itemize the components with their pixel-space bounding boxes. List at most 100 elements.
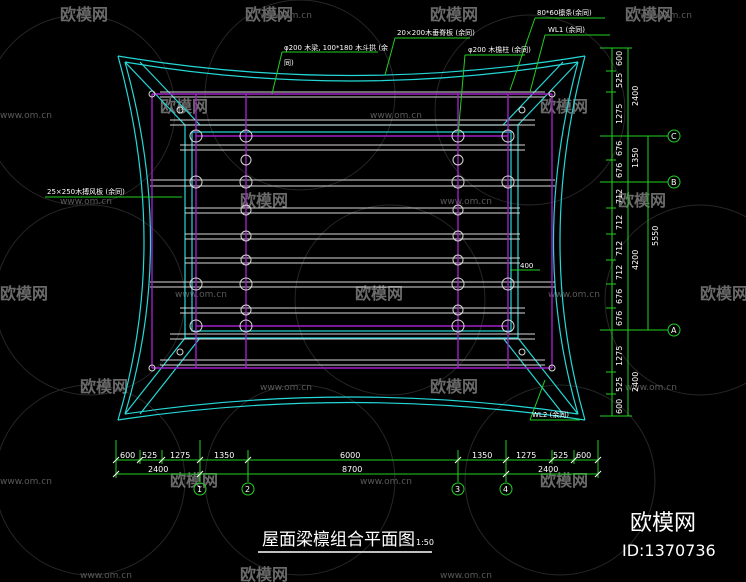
watermark-text: 欧模网 xyxy=(618,191,666,210)
watermark-text: 欧模网 xyxy=(540,97,588,116)
watermark-text: 欧模网 xyxy=(0,284,48,303)
dim-label: 1350 xyxy=(472,451,492,460)
dim-label: 600 xyxy=(615,51,624,66)
drawing-scale: 1:50 xyxy=(416,538,434,547)
bottom-axis-bubbles: 1 2 3 4 xyxy=(193,482,513,496)
dim-label: 525 xyxy=(553,451,568,460)
dim-label: 676 xyxy=(615,289,624,304)
leader-lines xyxy=(45,17,610,421)
axis-label: A xyxy=(671,326,677,335)
axis-label: 1 xyxy=(197,485,202,494)
watermark-text: 欧模网 xyxy=(430,377,478,396)
annotation-barge-board: 25×250木搏风板 (余同) xyxy=(47,187,125,196)
watermark-url: www.om.cn xyxy=(60,197,112,207)
watermark-url: www.om.cn xyxy=(370,111,422,121)
watermark-url: www.om.cn xyxy=(260,383,312,393)
bottom-dimensions xyxy=(115,440,599,482)
watermark-text: 欧模网 xyxy=(625,5,673,24)
annotation-wl1: WL1 (余同) xyxy=(548,25,585,34)
watermark-url: www.om.cn xyxy=(360,477,412,487)
axis-bubble-1 xyxy=(193,482,207,496)
dim-label: 1275 xyxy=(615,346,624,366)
annotation-purlin: 80*60檩条(余同) xyxy=(537,8,592,17)
dim-label: 676 xyxy=(615,163,624,178)
watermark-text: 欧模网 xyxy=(540,471,588,490)
axis-label: 4 xyxy=(503,485,508,494)
dim-label: 6000 xyxy=(340,451,360,460)
dim-label: 600 xyxy=(120,451,135,460)
dim-label: 8700 xyxy=(342,465,362,474)
drawing-title: 屋面梁檩组合平面图 xyxy=(262,530,415,550)
watermark-text: 欧模网 xyxy=(700,284,746,303)
annotation-ridge-board: 20×200木垂脊板 (余同) xyxy=(397,28,475,37)
axis-label: C xyxy=(671,132,677,141)
dim-label: 676 xyxy=(615,311,624,326)
annotation-400: 400 xyxy=(520,262,533,270)
annotation-column: φ200 木檐柱 (余同) xyxy=(468,45,531,54)
dim-label: 600 xyxy=(576,451,591,460)
right-dim-texts: 600 525 1275 676 676 712 712 712 712 676… xyxy=(615,51,660,414)
axis-label: 3 xyxy=(455,485,460,494)
watermark-texts: 欧模网 欧模网 欧模网 欧模网 www.om.cn www.om.cn www.… xyxy=(0,5,746,582)
right-dimensions xyxy=(600,47,668,417)
dim-label: 712 xyxy=(615,241,624,256)
bottom-dim-texts: 600 525 1275 1350 6000 1350 1275 525 600… xyxy=(120,451,591,474)
brand-name: 欧模网 xyxy=(630,511,696,536)
roof-outline xyxy=(117,55,586,421)
axis-bubble-a xyxy=(667,323,681,337)
dim-label: 1275 xyxy=(170,451,190,460)
axis-bubble-c xyxy=(667,129,681,143)
dim-label: 1350 xyxy=(631,148,640,168)
watermark-text: 欧模网 xyxy=(355,284,403,303)
axis-label: B xyxy=(671,178,677,187)
watermark-text: 欧模网 xyxy=(240,191,288,210)
bottom-dim-ticks xyxy=(112,456,602,478)
dim-label: 2400 xyxy=(538,465,558,474)
dim-label: 2400 xyxy=(148,465,168,474)
brand-block: 欧模网 ID:1370736 xyxy=(622,511,716,560)
dim-label: 1350 xyxy=(214,451,234,460)
annotation-beam-cont: 同) xyxy=(284,59,294,67)
axis-label: 2 xyxy=(245,485,250,494)
dim-label: 1275 xyxy=(516,451,536,460)
watermark-text: 欧模网 xyxy=(245,5,293,24)
dim-label: 5550 xyxy=(651,226,660,246)
dim-label: 4200 xyxy=(631,250,640,270)
axis-bubble-b xyxy=(667,175,681,189)
watermark-url: www.om.cn xyxy=(0,111,52,121)
dim-label: 1275 xyxy=(615,104,624,124)
right-axis-bubbles: C B A xyxy=(667,129,681,337)
annotations: 80*60檩条(余同) WL1 (余同) 20×200木垂脊板 (余同) φ20… xyxy=(47,8,592,419)
dim-label: 525 xyxy=(142,451,157,460)
brand-id: ID:1370736 xyxy=(622,541,716,560)
watermark-text: 欧模网 xyxy=(170,471,218,490)
main-beams xyxy=(151,93,553,369)
watermark-url: www.om.cn xyxy=(0,477,52,487)
purlins xyxy=(150,91,555,366)
watermark-url: www.om.cn xyxy=(175,290,227,300)
drawing-title-block: 屋面梁檩组合平面图 1:50 xyxy=(258,530,434,553)
watermark-url: www.om.cn xyxy=(640,11,692,21)
watermark-url: www.om.cn xyxy=(260,11,312,21)
watermark-text: 欧模网 xyxy=(430,5,478,24)
dim-label: 2400 xyxy=(631,86,640,106)
dim-label: 525 xyxy=(615,73,624,88)
annotation-wl2: WL2 (余同) xyxy=(532,410,569,419)
watermark-url: www.om.cn xyxy=(80,571,132,581)
dim-label: 525 xyxy=(615,377,624,392)
watermark-url: www.om.cn xyxy=(440,197,492,207)
columns xyxy=(148,90,556,372)
dim-label: 676 xyxy=(615,141,624,156)
watermark-url: www.om.cn xyxy=(548,290,600,300)
watermark-text: 欧模网 xyxy=(60,5,108,24)
dim-label: 712 xyxy=(615,215,624,230)
annotation-beam: φ200 木梁, 100*180 木斗拱 (余 xyxy=(284,43,388,52)
watermark-text: 欧模网 xyxy=(80,377,128,396)
dim-label: 600 xyxy=(615,399,624,414)
axis-bubble-3 xyxy=(451,482,465,496)
dim-label: 712 xyxy=(615,265,624,280)
dim-label: 2400 xyxy=(631,372,640,392)
